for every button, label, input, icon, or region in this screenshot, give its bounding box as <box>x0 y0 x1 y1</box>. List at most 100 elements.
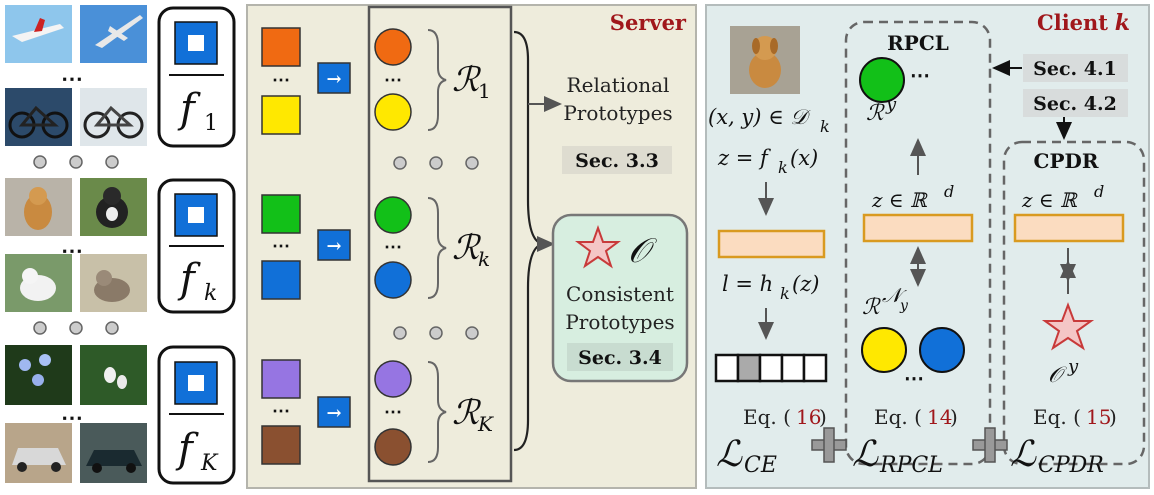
sec42-bg <box>1023 89 1128 117</box>
prototype-group-box <box>367 5 513 483</box>
rny-superscript-sub: y <box>899 298 909 314</box>
airplane-image-2 <box>80 5 147 63</box>
client-title-k: k <box>1115 10 1130 36</box>
circle-ellipsis-k: ⋯ <box>384 237 402 258</box>
sec33-bg <box>562 146 672 174</box>
feature-square-green <box>261 194 301 234</box>
rpcl-z-label: z ∈ ℝ <box>871 188 928 212</box>
relational-line1: Relational <box>567 73 670 97</box>
eq16-post: ) <box>819 405 827 429</box>
sec33-label: Sec. 3.3 <box>575 150 659 172</box>
image-ellipsis-1: ⋯ <box>61 66 83 92</box>
car-image-1 <box>5 423 72 483</box>
eq15-num: 15 <box>1086 405 1111 429</box>
square-ellipsis-2: ⋯ <box>272 236 290 257</box>
rk-subscript: k <box>478 247 490 271</box>
zf-tail: (x) <box>790 146 818 170</box>
oy-superscript: y <box>1067 356 1079 377</box>
row-client-K: ⋯ → ⋯ ℛ K <box>261 359 494 466</box>
rpcl-positive-circle <box>859 57 905 103</box>
cpdr-z-label: z ∈ ℝ <box>1021 188 1078 212</box>
circle-ellipsis-1: ⋯ <box>384 70 402 91</box>
client-images-column: ⋯ f 1 <box>5 5 236 485</box>
rpcl-title: RPCL <box>887 31 949 55</box>
clients-ellipsis-2 <box>33 321 119 335</box>
xy-label: (x, y) ∈ 𝒟 <box>708 105 811 129</box>
server-rows-ellipsis-2 <box>393 326 479 340</box>
feature-square-brown <box>261 425 301 465</box>
xy-subscript: k <box>820 117 830 136</box>
rpcl-module: RPCL ⋯ ℛ y z ∈ ℝ d ℛ 𝒩 y ⋯ <box>844 20 992 466</box>
server-panel: Server ⋯ → ⋯ ℛ 1 ⋯ → <box>246 4 697 489</box>
cpdr-feature-vector <box>1013 213 1125 243</box>
rk-label: ℛ <box>452 228 482 268</box>
feature-vector-main <box>717 229 826 259</box>
car-image-2 <box>80 423 147 483</box>
r1-label: ℛ <box>452 60 482 100</box>
lce-symbol: ℒ <box>716 434 743 475</box>
local-model-f1: f 1 <box>157 6 236 148</box>
consistent-line1: Consistent <box>566 282 674 306</box>
proto-circle-brown <box>374 428 412 466</box>
proto-circle-green <box>374 196 412 234</box>
lcpdr-subscript: CPDR <box>1038 453 1104 478</box>
rpcl-z-sup: d <box>944 182 954 201</box>
lh-label: l = h <box>722 272 773 296</box>
sec42-label: Sec. 4.2 <box>1033 93 1117 115</box>
feature-square-orange <box>261 27 301 67</box>
consistent-line2: Prototypes <box>565 310 674 334</box>
ry-superscript: y <box>885 94 897 115</box>
dog-image-1 <box>5 178 72 236</box>
logits-vector <box>714 353 828 383</box>
feature-square-blue <box>261 260 301 300</box>
lrpcl-subscript: RPCL <box>879 453 943 478</box>
square-ellipsis-3: ⋯ <box>272 401 290 422</box>
proto-circle-orange <box>374 28 412 66</box>
brace-K <box>427 361 447 463</box>
relational-line2: Prototypes <box>563 101 672 125</box>
rK-subscript: K <box>477 412 494 436</box>
feature-square-yellow <box>261 95 301 135</box>
clients-ellipsis-1 <box>33 155 119 169</box>
lh-subscript: k <box>780 284 790 303</box>
airplane-image-1 <box>5 5 72 63</box>
client-title: Client <box>1037 10 1108 35</box>
sec41-label: Sec. 4.1 <box>1033 58 1117 80</box>
eq15-pre: Eq. ( <box>1033 405 1081 429</box>
cpdr-module: CPDR z ∈ ℝ d 𝒪 y <box>1002 140 1146 466</box>
square-ellipsis-1: ⋯ <box>272 70 290 91</box>
eq14-post: ) <box>950 405 958 429</box>
transform-arrow-k: → <box>326 236 341 257</box>
rpcl-negative-circle-blue <box>919 327 965 373</box>
flower-image-1 <box>5 345 72 405</box>
loss-equations: Eq. ( 16 ) Eq. ( 14 ) Eq. ( 15 ) ℒ CE ℒ … <box>716 405 1117 478</box>
cpdr-z-sup: d <box>1094 182 1104 201</box>
rK-label: ℛ <box>452 393 482 433</box>
local-model-fk: f k <box>157 178 236 314</box>
rpcl-feature-vector <box>862 213 974 243</box>
f1-subscript: 1 <box>204 111 218 136</box>
star-icon <box>575 225 621 269</box>
cpdr-title: CPDR <box>1034 149 1099 173</box>
cat-image-1 <box>5 254 72 312</box>
feature-square-purple <box>261 359 301 399</box>
server-title: Server <box>610 10 687 35</box>
eq14-num: 14 <box>927 405 952 429</box>
rny-label: ℛ <box>862 295 881 320</box>
sec34-bg <box>567 343 673 371</box>
brace-1 <box>427 29 447 131</box>
proto-circle-purple <box>374 360 412 398</box>
flower-image-2 <box>80 345 147 405</box>
sec34-label: Sec. 3.4 <box>578 347 662 369</box>
plus-icon-1 <box>811 427 847 463</box>
client-main-column: (x, y) ∈ 𝒟 k z = f k (x) l = h k (z) <box>708 26 830 383</box>
eq16-num: 16 <box>796 405 821 429</box>
row-client-k: ⋯ → ⋯ ℛ k <box>261 194 490 300</box>
transform-arrow-1: → <box>326 69 341 90</box>
bicycle-image-1 <box>5 88 72 146</box>
eq15-post: ) <box>1109 405 1117 429</box>
consistent-prototypes-box <box>551 213 689 383</box>
row-client-1: ⋯ → ⋯ ℛ 1 <box>261 27 491 135</box>
